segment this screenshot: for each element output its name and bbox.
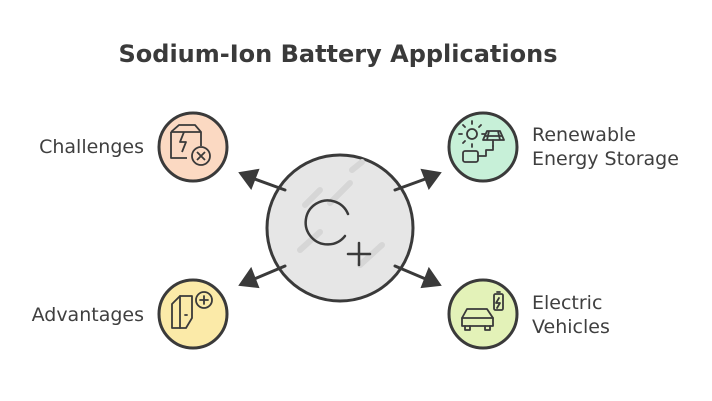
diagram-title: Sodium-Ion Battery Applications xyxy=(118,40,558,68)
electric-label-line2: Vehicles xyxy=(532,316,610,338)
electric-car-icon xyxy=(461,291,504,331)
arrow-to-renewable xyxy=(393,168,442,192)
challenges-label: Challenges xyxy=(39,136,144,158)
arrow-to-electric xyxy=(393,264,442,289)
renewable-label-line1: Renewable xyxy=(532,124,636,146)
sodium-ion-plus-icon xyxy=(304,199,372,267)
advantages-node xyxy=(157,278,229,350)
battery-box-x-icon xyxy=(170,124,211,166)
arrow-to-advantages xyxy=(238,264,287,289)
challenges-node xyxy=(157,111,229,183)
renewable-label-line2: Energy Storage xyxy=(532,148,679,170)
battery-plus-icon xyxy=(171,291,213,329)
renewable-label: Renewable Energy Storage xyxy=(532,123,679,171)
renewable-node xyxy=(447,111,519,183)
solar-panel-battery-icon xyxy=(458,120,505,163)
advantages-label: Advantages xyxy=(31,304,144,326)
center-node xyxy=(265,153,415,303)
arrow-to-challenges xyxy=(238,168,287,192)
electric-node xyxy=(447,278,519,350)
electric-label: Electric Vehicles xyxy=(532,291,610,339)
electric-label-line1: Electric xyxy=(532,292,603,314)
